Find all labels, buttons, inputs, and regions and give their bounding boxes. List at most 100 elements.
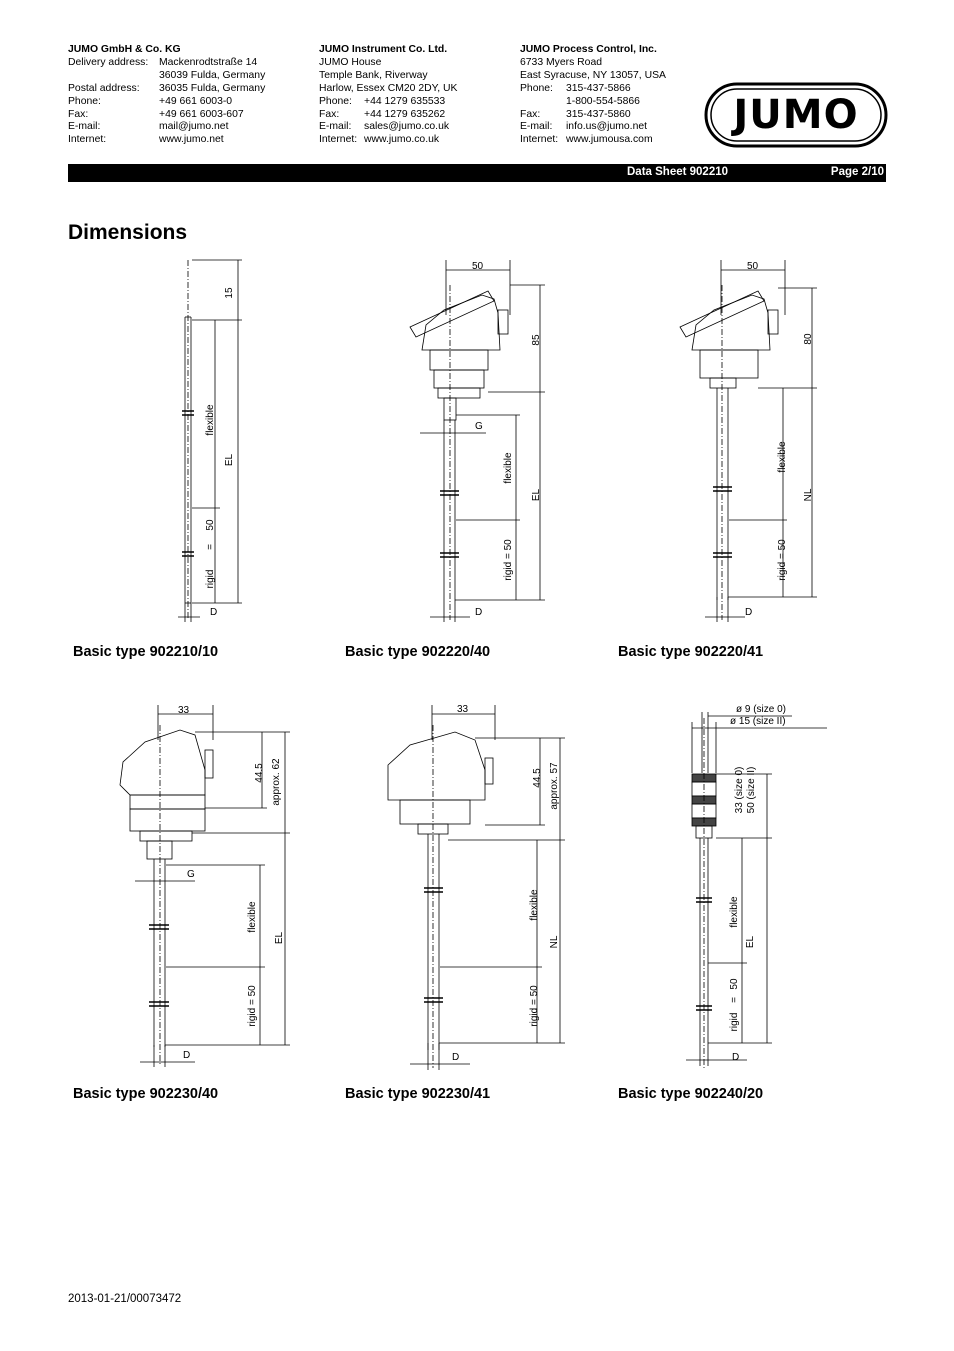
value: mail@jumo.net <box>159 121 229 133</box>
dim-width: 33 <box>178 705 190 716</box>
label: E-mail: <box>68 121 101 133</box>
dim-width: 50 <box>747 261 759 272</box>
drawing-902220-41: 50 80 flexible NL rigid = 50 D <box>679 260 817 622</box>
drawing-902210-10: 15 flexible EL rigid = 50 D <box>178 259 242 622</box>
value: 36039 Fulda, Germany <box>159 69 266 81</box>
dim-h1: 33 (size 0) <box>734 767 745 814</box>
drawing-902230-41: 33 44.5 approx. 57 flexible NL rigid = 5… <box>387 704 565 1070</box>
value: www.jumo.co.uk <box>364 134 440 146</box>
label-d: D <box>732 1052 739 1063</box>
company-name: JUMO GmbH & Co. KG <box>68 44 181 55</box>
datasheet-number: Data Sheet 902210 <box>627 166 729 178</box>
label-nl: NL <box>549 935 560 948</box>
datasheet-bar: Data Sheet 902210 Page 2/10 <box>68 164 886 182</box>
value: +49 661 6003-0 <box>159 95 233 107</box>
label <box>520 96 566 109</box>
label: Fax: <box>520 108 541 120</box>
company-name: JUMO Instrument Co. Ltd. <box>319 44 448 55</box>
label: Phone: <box>68 95 101 107</box>
label-flexible: flexible <box>205 404 216 436</box>
dim-h1: 44.5 <box>254 763 265 783</box>
label-rigid-value: 50 <box>729 978 740 990</box>
value: 1-800-554-5866 <box>566 95 640 107</box>
logo-text: JUMO <box>730 92 858 138</box>
label-d: D <box>210 607 217 618</box>
value: +49 661 6003-607 <box>159 108 244 120</box>
caption-902230-40: Basic type 902230/40 <box>73 1086 219 1102</box>
caption-902220-41: Basic type 902220/41 <box>618 644 764 660</box>
label-d: D <box>475 607 482 618</box>
label: Phone: <box>319 95 352 107</box>
label-d: D <box>452 1052 459 1063</box>
value: sales@jumo.co.uk <box>364 121 450 133</box>
jumo-logo: JUMO <box>704 82 888 148</box>
value: 315-437-5860 <box>566 108 631 120</box>
caption-902210-10: Basic type 902210/10 <box>73 644 219 660</box>
dim-dia1: ø 9 (size 0) <box>736 704 786 715</box>
dim-h2: approx. 62 <box>271 758 282 806</box>
label-el: EL <box>745 935 756 948</box>
footer-doc-id: 2013-01-21/00073472 <box>68 1293 182 1305</box>
label-flexible: flexible <box>247 901 258 933</box>
dim-dia2: ø 15 (size II) <box>730 716 786 727</box>
label: Phone: <box>520 82 553 94</box>
value: +44 1279 635533 <box>364 95 446 107</box>
label: E-mail: <box>520 121 553 133</box>
value: www.jumo.net <box>159 134 224 146</box>
label: Internet: <box>319 134 358 146</box>
drawing-902240-20: ø 9 (size 0) ø 15 (size II) 33 (size 0) … <box>686 704 827 1068</box>
label-rigid: rigid <box>205 570 216 589</box>
label-d: D <box>183 1050 190 1061</box>
label: Fax: <box>319 108 340 120</box>
value: 6733 Myers Road <box>520 56 603 68</box>
label-flexible: flexible <box>503 452 514 484</box>
value: Mackenrodtstraße 14 <box>159 56 258 68</box>
label-d: D <box>745 607 752 618</box>
caption-902240-20: Basic type 902240/20 <box>618 1086 764 1102</box>
dim-height: 85 <box>531 334 542 346</box>
label-el: EL <box>531 488 542 501</box>
page-number: Page 2/10 <box>830 166 884 178</box>
drawing-902220-40: 50 85 G flexible EL rigid = 50 D <box>409 260 545 622</box>
dim-h2: approx. 57 <box>549 762 560 810</box>
value: Temple Bank, Riverway <box>319 69 428 81</box>
value: East Syracuse, NY 13057, USA <box>520 69 666 81</box>
label: Delivery address: <box>68 56 149 68</box>
label: Internet: <box>520 134 559 146</box>
value: Harlow, Essex CM20 2DY, UK <box>319 82 458 94</box>
label-rigid: rigid = 50 <box>777 539 788 581</box>
label-rigid: rigid = 50 <box>247 985 258 1027</box>
label-flexible: flexible <box>729 896 740 928</box>
dim-top: 15 <box>224 287 235 299</box>
dim-h1: 44.5 <box>532 768 543 788</box>
header-company-germany: JUMO GmbH & Co. KG Delivery address: Mack… <box>68 44 265 147</box>
label: E-mail: <box>319 121 352 133</box>
label-g: G <box>187 869 195 880</box>
section-title: Dimensions <box>68 221 188 244</box>
label-eq: = <box>205 544 216 550</box>
label-el: EL <box>274 931 285 944</box>
dim-width: 50 <box>472 261 484 272</box>
caption-902230-41: Basic type 902230/41 <box>345 1086 491 1102</box>
label: Fax: <box>68 108 89 120</box>
label-eq: = <box>729 997 740 1003</box>
company-name: JUMO Process Control, Inc. <box>520 44 657 55</box>
caption-902220-40: Basic type 902220/40 <box>345 644 491 660</box>
label: Internet: <box>68 134 107 146</box>
value: info.us@jumo.net <box>566 121 648 133</box>
value: 315-437-5866 <box>566 82 631 94</box>
label-flexible: flexible <box>529 889 540 921</box>
label-rigid: rigid <box>729 1013 740 1032</box>
dim-h2: 50 (size II) <box>746 767 757 814</box>
drawing-902230-40: 33 44.5 approx. 62 G flexible EL rigid =… <box>119 705 290 1067</box>
label: Postal address: <box>68 82 140 94</box>
label-g: G <box>475 421 483 432</box>
header-company-uk: JUMO Instrument Co. Ltd. JUMO House Temp… <box>319 44 457 147</box>
header-company-usa: JUMO Process Control, Inc. 6733 Myers Ro… <box>520 44 666 147</box>
label-flexible: flexible <box>777 441 788 473</box>
label-nl: NL <box>803 488 814 501</box>
dim-height: 80 <box>803 333 814 345</box>
label-rigid: rigid = 50 <box>503 539 514 581</box>
value: +44 1279 635262 <box>364 108 446 120</box>
value: 36035 Fulda, Germany <box>159 82 266 94</box>
